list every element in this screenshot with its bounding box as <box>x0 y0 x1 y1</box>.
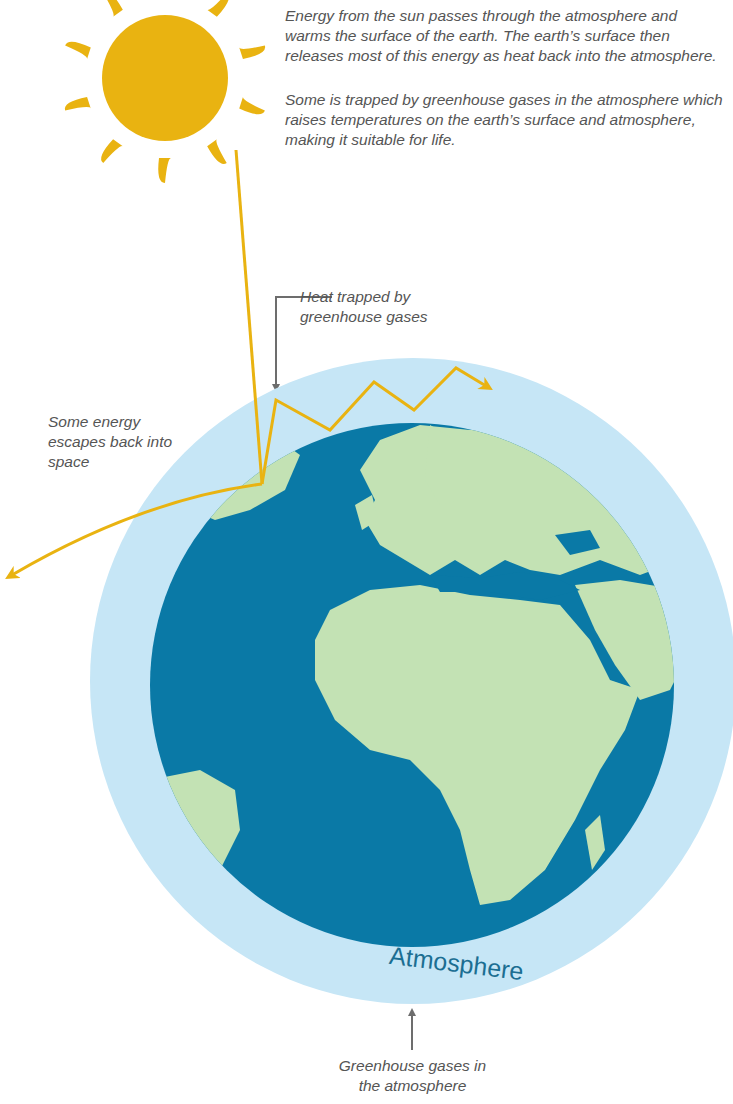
sea <box>555 530 600 555</box>
land <box>360 420 680 575</box>
annotation-text: Greenhouse gases in the atmosphere <box>330 1056 495 1096</box>
land <box>355 495 378 530</box>
leader-line <box>411 1012 413 1050</box>
land <box>575 580 690 700</box>
land <box>315 585 640 905</box>
escaping-energy <box>12 484 262 575</box>
sea <box>430 572 580 600</box>
annotation-text: Some is trapped by greenhouse gases in t… <box>285 90 725 150</box>
atmosphere-band: Atmosphere <box>90 358 733 1004</box>
land <box>150 770 240 930</box>
continents <box>150 418 690 930</box>
sunlight-ray <box>236 150 262 484</box>
land <box>585 815 605 870</box>
annotation-text: Energy from the sun passes through the a… <box>285 6 725 66</box>
annotation-text: Heat trapped by greenhouse gases <box>300 287 450 327</box>
land <box>425 425 470 505</box>
trapped-heat <box>262 368 486 484</box>
band-label: Atmosphere <box>388 941 525 986</box>
